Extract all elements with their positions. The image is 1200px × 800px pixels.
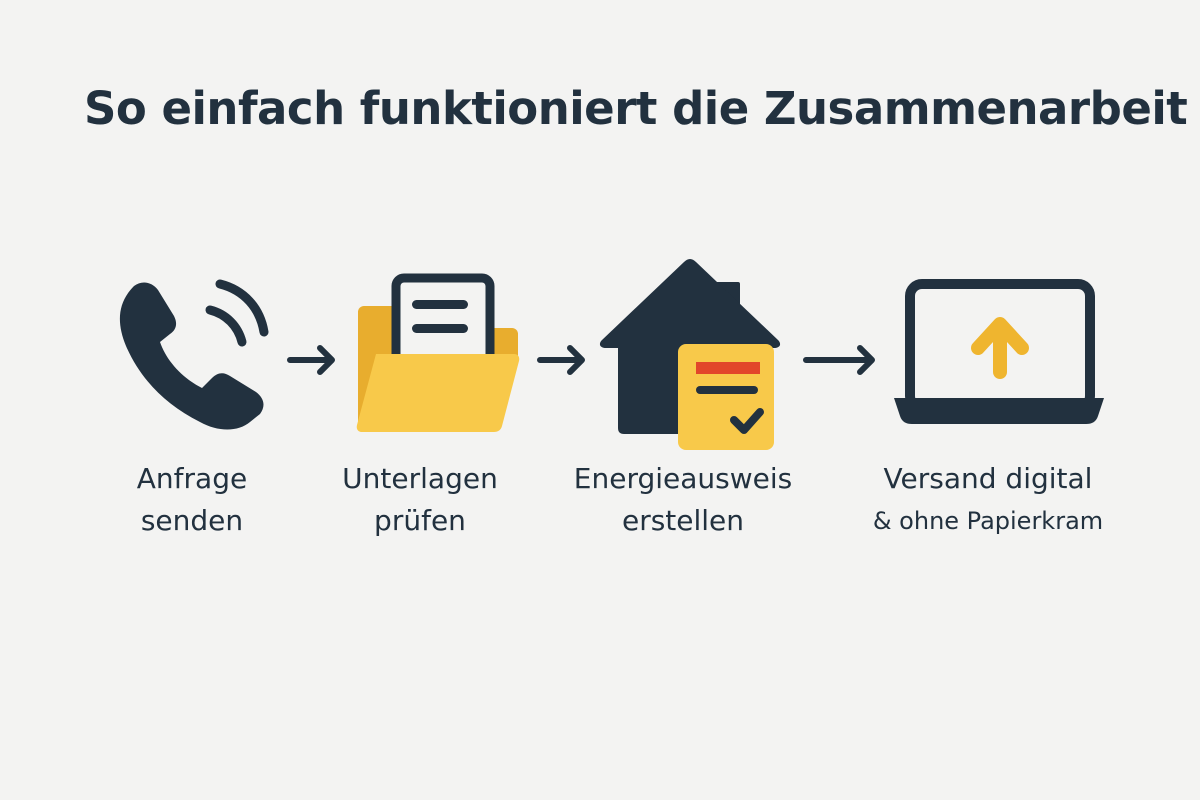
arrow-right-icon [803, 345, 875, 375]
house-certificate-icon [599, 259, 781, 450]
folder-document-icon [356, 273, 520, 432]
phone-icon [119, 279, 269, 430]
page-title: So einfach funktioniert die Zusammenarbe… [84, 82, 1188, 135]
step-label-energieausweis: Energieausweis erstellen [573, 462, 793, 537]
step-label-versand: Versand digital & ohne Papierkram [872, 462, 1104, 535]
arrow-right-icon [287, 345, 335, 375]
laptop-upload-icon [894, 279, 1104, 424]
arrow-right-icon [537, 345, 585, 375]
step-label-anfrage: Anfrage senden [136, 462, 248, 537]
step-label-unterlagen: Unterlagen prüfen [342, 462, 498, 537]
